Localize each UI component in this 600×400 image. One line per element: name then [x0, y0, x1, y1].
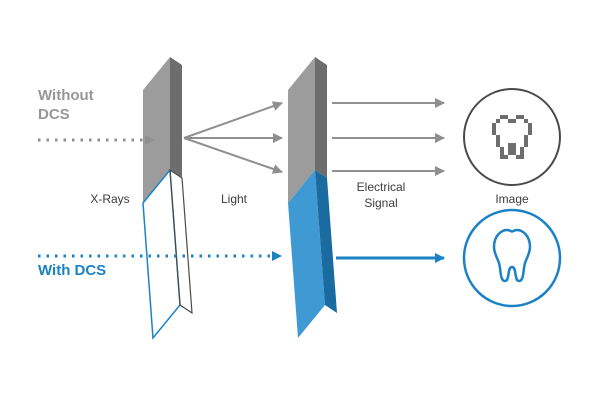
electrical-signal-line1: Electrical — [356, 180, 406, 194]
sensor-panel — [288, 57, 337, 338]
pixel-tooth-cell — [508, 143, 512, 147]
electrical-signal-line2: Signal — [364, 196, 398, 210]
pixel-tooth-cell — [504, 155, 508, 159]
pixel-tooth-cell — [520, 147, 524, 151]
without-dcs-line2: DCS — [38, 106, 70, 123]
sensor-front — [288, 57, 315, 203]
light-rays — [183, 101, 283, 174]
image-circle-blue — [462, 208, 562, 308]
pixel-tooth-cell — [496, 135, 500, 139]
scintillator-panel — [142, 57, 193, 340]
pixel-tooth-cell — [500, 155, 504, 159]
pixel-tooth-cell — [516, 155, 520, 159]
pixel-tooth-cell — [512, 147, 516, 151]
pixel-tooth-cell — [524, 139, 528, 143]
pixel-tooth-cell — [528, 127, 532, 131]
without-dcs-line1: Without — [38, 87, 94, 104]
pixel-tooth-cell — [508, 147, 512, 151]
pixel-tooth-cell — [492, 123, 496, 127]
sensor-dcs-side — [315, 170, 337, 313]
pixel-tooth-cell — [496, 143, 500, 147]
pixel-tooth-cell — [500, 151, 504, 155]
smooth-tooth-icon — [492, 228, 532, 283]
pixel-tooth-cell — [500, 147, 504, 151]
pixel-tooth-cell — [492, 127, 496, 131]
electrical-signal-label: Electrical Signal — [331, 179, 431, 211]
pixel-tooth-cell — [492, 131, 496, 135]
with-dcs-heading: With DCS — [38, 262, 107, 279]
image-label: Image — [495, 192, 529, 206]
pixel-tooth-cell — [520, 151, 524, 155]
without-dcs-heading: Without DCS — [38, 86, 94, 124]
pixel-tooth-cell — [528, 131, 532, 135]
scintillator-lower-side-outline — [169, 168, 193, 315]
scintillator-front — [143, 57, 170, 203]
scintillator-side — [170, 57, 182, 178]
xrays-label: X-Rays — [90, 192, 130, 206]
sensor-dcs-front — [288, 170, 325, 338]
pixel-tooth-cell — [520, 155, 524, 159]
pixel-tooth-cell — [512, 143, 516, 147]
electrical-signal-arrows — [332, 98, 445, 176]
pixel-tooth-cell — [524, 135, 528, 139]
pixel-tooth-cell — [520, 115, 524, 119]
pixel-tooth-cell — [496, 139, 500, 143]
pixel-tooth-cell — [516, 115, 520, 119]
pixel-tooth-icon — [492, 115, 532, 159]
pixel-tooth-cell — [524, 143, 528, 147]
pixel-tooth-cell — [496, 119, 500, 123]
light-ray-arrow-bottom — [183, 137, 283, 174]
light-ray-arrow-top — [183, 101, 283, 139]
pixel-tooth-cell — [528, 123, 532, 127]
light-label: Light — [220, 192, 248, 206]
pixel-tooth-cell — [508, 151, 512, 155]
pixel-tooth-cell — [524, 119, 528, 123]
pixel-tooth-cell — [508, 119, 512, 123]
pixel-tooth-cell — [512, 151, 516, 155]
image-circle-gray — [463, 88, 561, 186]
pixel-tooth-cell — [504, 115, 508, 119]
sensor-side — [315, 57, 327, 178]
pixel-tooth-cell — [512, 119, 516, 123]
pixel-tooth-cell — [500, 115, 504, 119]
